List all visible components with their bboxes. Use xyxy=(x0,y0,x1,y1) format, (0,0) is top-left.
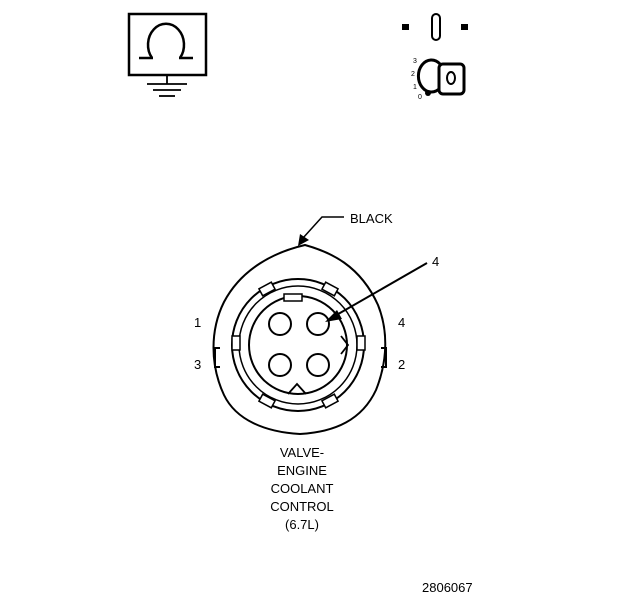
pin-cavity-1 xyxy=(268,312,292,336)
figure-number: 2806067 xyxy=(422,580,473,595)
connector-insert xyxy=(248,295,348,395)
pin-cavity-4 xyxy=(306,312,330,336)
callout-pin-number: 4 xyxy=(432,254,439,269)
ignition-position-labels: 3 2 1 0 xyxy=(411,58,422,101)
ohm-ground-meter-icon xyxy=(127,12,208,97)
locking-tabs xyxy=(231,281,366,409)
connector-name-line-5: (6.7L) xyxy=(285,517,319,532)
pin-label-4: 4 xyxy=(398,315,405,330)
color-callout xyxy=(298,216,344,246)
connector-housing xyxy=(212,243,387,436)
connector-name-line-2: ENGINE xyxy=(277,463,327,478)
connector-color-label: BLACK xyxy=(350,211,393,226)
pin-cavity-3 xyxy=(268,353,292,377)
connector-face xyxy=(212,243,387,436)
connector-name: VALVE- ENGINE COOLANT CONTROL (6.7L) xyxy=(270,445,334,532)
pin-label-2: 2 xyxy=(398,357,405,372)
pin-cavity-2 xyxy=(306,353,330,377)
ignition-position-0: 0 xyxy=(418,94,422,101)
ignition-position-3: 3 xyxy=(413,58,417,65)
connector-name-line-3: COOLANT xyxy=(271,481,334,496)
connector-name-line-4: CONTROL xyxy=(270,499,334,514)
ignition-position-2: 2 xyxy=(411,71,415,78)
pin-label-1: 1 xyxy=(194,315,201,330)
pin-callout-arrow xyxy=(325,262,428,322)
ignition-position-1: 1 xyxy=(413,84,417,91)
connector-name-line-1: VALVE- xyxy=(280,445,324,460)
ignition-key-switch-icon xyxy=(402,13,468,96)
pin-label-3: 3 xyxy=(194,357,201,372)
